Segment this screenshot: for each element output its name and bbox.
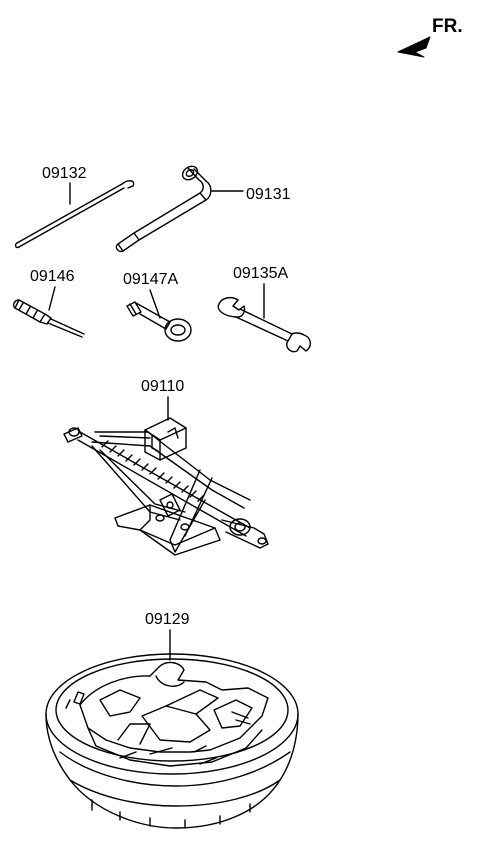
part-label-09110: 09110 <box>141 378 185 395</box>
spanner-icon <box>217 283 311 353</box>
scissor-jack-icon <box>63 396 269 556</box>
front-direction-arrow-icon <box>397 36 431 58</box>
part-label-09132: 09132 <box>42 165 87 182</box>
lug-wrench-icon <box>115 165 244 253</box>
part-label-09129: 09129 <box>145 611 190 628</box>
tire-iron-rod-icon <box>14 180 135 249</box>
part-label-09146: 09146 <box>30 268 75 285</box>
tow-hook-icon <box>126 289 192 342</box>
part-label-09135A: 09135A <box>233 265 289 282</box>
part-label-09147A: 09147A <box>123 271 179 288</box>
part-label-09131: 09131 <box>246 186 291 203</box>
tool-tray-icon <box>45 629 299 829</box>
front-direction-label: FR. <box>432 16 463 37</box>
screwdriver-icon <box>12 286 85 338</box>
